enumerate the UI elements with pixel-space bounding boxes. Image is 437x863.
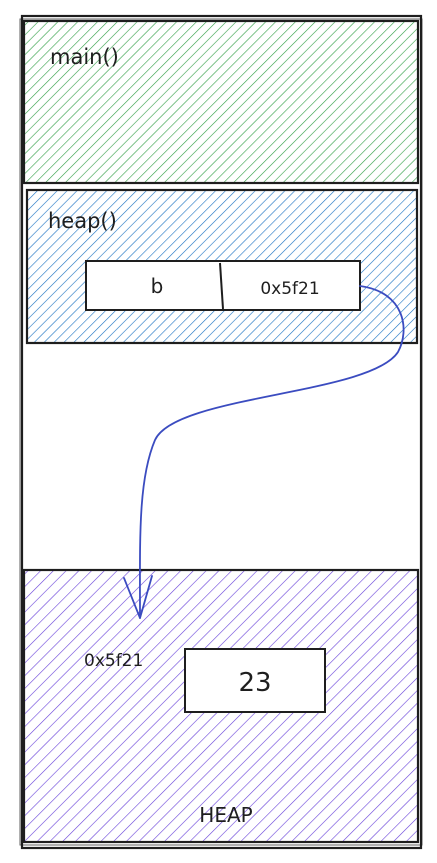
heap-frame-label: heap() bbox=[48, 209, 117, 233]
main-frame-label: main() bbox=[50, 45, 119, 69]
heap-region-label: HEAP bbox=[199, 803, 252, 827]
heap-region: 0x5f21 23 HEAP bbox=[22, 568, 420, 844]
variable-cell: b 0x5f21 bbox=[85, 260, 361, 311]
heap-stack-frame: heap() b 0x5f21 bbox=[25, 188, 419, 345]
memory-outer-box bbox=[20, 14, 423, 850]
variable-pointer-value: 0x5f21 bbox=[260, 279, 319, 299]
heap-value: 23 bbox=[238, 668, 271, 698]
heap-address-label: 0x5f21 bbox=[84, 651, 143, 671]
variable-name: b bbox=[151, 274, 164, 298]
pointer-arrow bbox=[123, 285, 405, 619]
main-stack-frame: main() bbox=[22, 19, 420, 185]
heap-value-box bbox=[184, 648, 326, 713]
